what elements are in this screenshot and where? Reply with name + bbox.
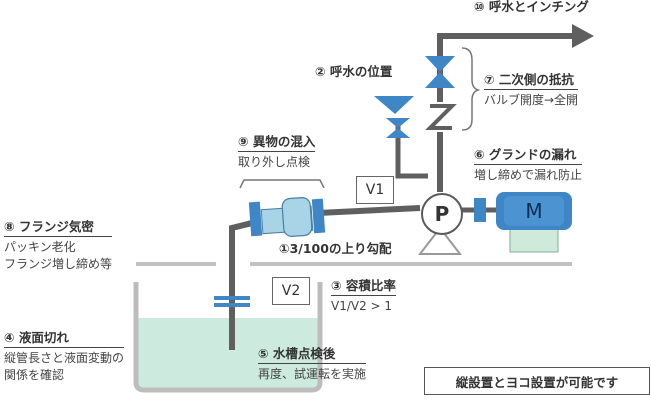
- flange-right: [311, 198, 326, 234]
- label-level-drop: ④ 液面切れ 縦管長さと液面変動の 関係を確認: [4, 330, 125, 383]
- suction-pipe-vertical: [229, 219, 257, 350]
- resistance-brace: [461, 47, 481, 131]
- motor-label: M: [525, 199, 543, 223]
- installation-note-text: 縦設置とヨコ設置が可能です: [455, 374, 619, 390]
- priming-pipe: [395, 120, 428, 179]
- label-level-drop-desc1: 縦管長さと液面変動の: [4, 350, 125, 365]
- check-valve: [425, 104, 457, 130]
- tank-flange-top: [214, 296, 250, 300]
- label-priming-position: ② 呼水の位置: [315, 64, 392, 81]
- label-volume-ratio-title: ③ 容積比率: [331, 278, 396, 296]
- label-priming-inching-title: ⑩ 呼水とインチング: [474, 0, 589, 14]
- priming-funnel: [374, 96, 414, 114]
- pump: P: [421, 193, 463, 235]
- label-foreign-matter-title: ⑨ 異物の混入: [238, 134, 316, 152]
- gate-valve-bottom: [425, 72, 455, 88]
- label-foreign-matter: ⑨ 異物の混入 取り外し点検: [238, 134, 316, 170]
- tank-flange-bottom: [214, 303, 250, 307]
- flange-left: [248, 201, 263, 237]
- coupling: [474, 198, 486, 222]
- pump-label: P: [434, 202, 450, 226]
- suction-pipe-horizontal: [317, 205, 421, 216]
- label-tank-inspection-title: ⑤ 水槽点検後: [258, 346, 367, 364]
- label-upward-slope-title: ①3/100の上り勾配: [279, 241, 392, 256]
- priming-valve-top: [386, 118, 410, 128]
- label-tank-inspection-desc: 再度、試運転を実施: [258, 366, 367, 381]
- water-tank: [133, 282, 323, 393]
- label-flange-seal: ⑧ フランジ気密 パッキン老化 フランジ増し締め等: [4, 219, 113, 272]
- gate-valve-top: [425, 56, 455, 72]
- label-flange-seal-desc1: パッキン老化: [4, 239, 76, 254]
- label-priming-inching: ⑩ 呼水とインチング: [474, 0, 589, 16]
- v1-label: V1: [365, 182, 385, 198]
- v2-label: V2: [281, 283, 301, 299]
- label-flange-seal-desc2: フランジ増し締め等: [4, 256, 113, 271]
- label-tank-inspection: ⑤ 水槽点検後 再度、試運転を実施: [258, 346, 367, 382]
- label-priming-position-title: ② 呼水の位置: [315, 64, 393, 79]
- pump-stand: [417, 226, 463, 255]
- label-volume-ratio-desc: V1/V2 > 1: [331, 298, 393, 313]
- installation-note: 縦設置とヨコ設置が可能です: [424, 367, 650, 395]
- label-flange-seal-title: ⑧ フランジ気密: [4, 219, 113, 237]
- label-gland-leak: ⑥ グランドの漏れ 増し締めで漏れ防止: [474, 147, 583, 183]
- strainer: [281, 197, 313, 237]
- label-level-drop-title: ④ 液面切れ: [4, 330, 125, 348]
- label-discharge-resistance: ⑦ 二次側の抵抗 バルブ開度→全開: [484, 72, 579, 108]
- v1-box: V1: [356, 176, 394, 204]
- label-foreign-matter-desc: 取り外し点検: [238, 154, 311, 169]
- priming-valve-bottom: [386, 128, 410, 138]
- label-discharge-resistance-desc: バルブ開度→全開: [484, 92, 579, 107]
- label-volume-ratio: ③ 容積比率 V1/V2 > 1: [331, 278, 396, 314]
- motor-face: [504, 196, 564, 226]
- v2-box: V2: [272, 277, 310, 305]
- label-upward-slope: ①3/100の上り勾配: [279, 241, 391, 258]
- label-gland-leak-desc: 増し締めで漏れ防止: [474, 167, 583, 182]
- flow-arrow: [572, 24, 594, 48]
- tank-water: [136, 318, 320, 390]
- label-gland-leak-title: ⑥ グランドの漏れ: [474, 147, 583, 165]
- label-discharge-resistance-title: ⑦ 二次側の抵抗: [484, 72, 579, 90]
- strainer-bracket: [239, 179, 325, 189]
- label-level-drop-desc2: 関係を確認: [4, 367, 65, 382]
